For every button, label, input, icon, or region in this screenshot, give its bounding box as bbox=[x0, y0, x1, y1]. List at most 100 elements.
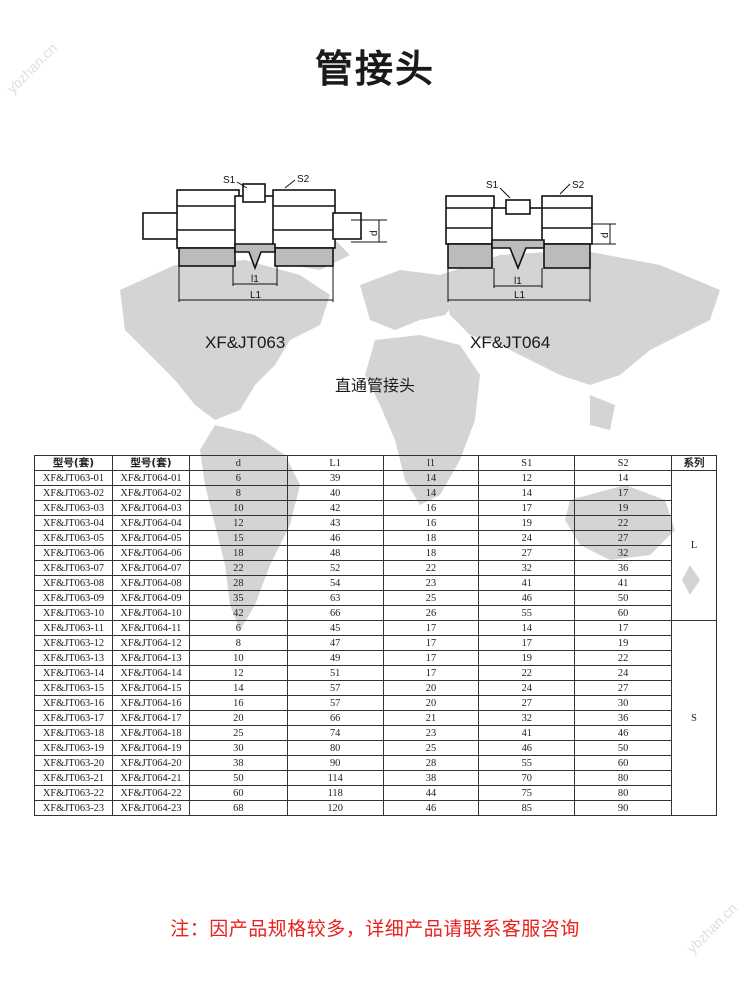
table-cell: XF&JT064-10 bbox=[111, 605, 190, 621]
table-cell: 48 bbox=[286, 545, 384, 561]
table-cell: 118 bbox=[286, 785, 384, 801]
table-cell: XF&JT063-08 bbox=[34, 575, 113, 591]
table-cell: XF&JT064-07 bbox=[111, 560, 190, 576]
s2-label: S2 bbox=[572, 180, 585, 191]
table-cell: 14 bbox=[188, 680, 288, 696]
table-cell: 46 bbox=[382, 800, 480, 816]
table-cell: 36 bbox=[574, 710, 673, 726]
table-cell: 16 bbox=[382, 515, 480, 531]
table-cell: 24 bbox=[478, 530, 576, 546]
table-cell: 39 bbox=[286, 470, 384, 486]
table-cell: 22 bbox=[188, 560, 288, 576]
table-cell: 10 bbox=[188, 500, 288, 516]
table-cell: 18 bbox=[382, 530, 480, 546]
series-cell: S bbox=[671, 620, 717, 816]
header-S1: S1 bbox=[478, 455, 576, 471]
table-cell: XF&JT064-09 bbox=[111, 590, 190, 606]
table-cell: 17 bbox=[478, 500, 576, 516]
table-cell: 17 bbox=[382, 635, 480, 651]
table-cell: XF&JT064-02 bbox=[111, 485, 190, 501]
L1-label: L1 bbox=[250, 290, 262, 301]
table-cell: 85 bbox=[478, 800, 576, 816]
table-cell: XF&JT064-15 bbox=[111, 680, 190, 696]
table-cell: 21 bbox=[382, 710, 480, 726]
table-cell: 54 bbox=[286, 575, 384, 591]
table-cell: 28 bbox=[188, 575, 288, 591]
table-cell: XF&JT063-13 bbox=[34, 650, 113, 666]
table-cell: 57 bbox=[286, 695, 384, 711]
table-cell: XF&JT064-12 bbox=[111, 635, 190, 651]
table-cell: XF&JT064-04 bbox=[111, 515, 190, 531]
table-cell: 52 bbox=[286, 560, 384, 576]
table-cell: XF&JT063-19 bbox=[34, 740, 113, 756]
table-cell: 16 bbox=[382, 500, 480, 516]
table-cell: 19 bbox=[574, 635, 673, 651]
spec-table: 型号(套) 型号(套) d L1 l1 S1 S2 系列 XF&JT063-01… bbox=[34, 455, 717, 816]
table-cell: XF&JT063-11 bbox=[34, 620, 113, 636]
table-cell: 40 bbox=[286, 485, 384, 501]
s2-label: S2 bbox=[297, 174, 310, 185]
header-model-063: 型号(套) bbox=[34, 455, 113, 471]
table-cell: 14 bbox=[478, 485, 576, 501]
table-cell: 12 bbox=[478, 470, 576, 486]
table-cell: 74 bbox=[286, 725, 384, 741]
table-cell: 26 bbox=[382, 605, 480, 621]
table-cell: XF&JT064-18 bbox=[111, 725, 190, 741]
table-cell: 17 bbox=[382, 620, 480, 636]
table-cell: 25 bbox=[382, 590, 480, 606]
table-cell: XF&JT063-15 bbox=[34, 680, 113, 696]
table-cell: 17 bbox=[478, 635, 576, 651]
table-cell: 114 bbox=[286, 770, 384, 786]
table-cell: 51 bbox=[286, 665, 384, 681]
table-cell: 14 bbox=[478, 620, 576, 636]
fitting-drawing-jt063: S1 S2 d l1 L1 bbox=[142, 174, 387, 302]
table-cell: XF&JT064-17 bbox=[111, 710, 190, 726]
table-cell: 25 bbox=[382, 740, 480, 756]
table-cell: 12 bbox=[188, 515, 288, 531]
table-cell: XF&JT064-21 bbox=[111, 770, 190, 786]
table-cell: 60 bbox=[574, 755, 673, 771]
table-cell: 8 bbox=[188, 485, 288, 501]
table-cell: 75 bbox=[478, 785, 576, 801]
table-cell: XF&JT063-01 bbox=[34, 470, 113, 486]
header-series: 系列 bbox=[671, 455, 717, 471]
table-cell: 55 bbox=[478, 755, 576, 771]
table-cell: 46 bbox=[478, 590, 576, 606]
table-cell: XF&JT064-16 bbox=[111, 695, 190, 711]
table-cell: 68 bbox=[188, 800, 288, 816]
table-cell: XF&JT064-06 bbox=[111, 545, 190, 561]
table-cell: 19 bbox=[574, 500, 673, 516]
table-cell: 32 bbox=[478, 710, 576, 726]
table-cell: 6 bbox=[188, 470, 288, 486]
table-cell: XF&JT063-06 bbox=[34, 545, 113, 561]
table-cell: 17 bbox=[382, 665, 480, 681]
table-header-row: 型号(套) 型号(套) d L1 l1 S1 S2 系列 bbox=[34, 455, 717, 471]
table-cell: 17 bbox=[382, 650, 480, 666]
table-cell: 47 bbox=[286, 635, 384, 651]
table-cell: 55 bbox=[478, 605, 576, 621]
table-cell: 22 bbox=[478, 665, 576, 681]
table-cell: XF&JT064-11 bbox=[111, 620, 190, 636]
table-cell: XF&JT063-12 bbox=[34, 635, 113, 651]
table-cell: 22 bbox=[574, 515, 673, 531]
table-cell: XF&JT064-08 bbox=[111, 575, 190, 591]
table-cell: XF&JT063-23 bbox=[34, 800, 113, 816]
table-cell: XF&JT063-10 bbox=[34, 605, 113, 621]
table-cell: XF&JT063-14 bbox=[34, 665, 113, 681]
table-cell: XF&JT064-14 bbox=[111, 665, 190, 681]
table-cell: 63 bbox=[286, 590, 384, 606]
table-cell: 66 bbox=[286, 605, 384, 621]
table-cell: XF&JT063-05 bbox=[34, 530, 113, 546]
